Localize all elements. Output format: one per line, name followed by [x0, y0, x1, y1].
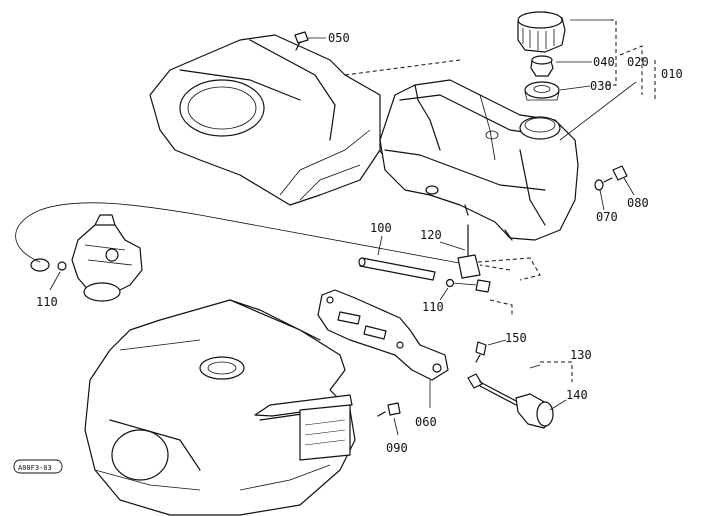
engine-block [84, 299, 356, 516]
control-knob [515, 393, 554, 429]
fuel-hose [358, 257, 436, 281]
fuel-valve [445, 224, 491, 293]
callout-150: 150 [505, 331, 527, 345]
callout-130: 130 [570, 348, 592, 362]
bracket-screw [377, 402, 401, 417]
callout-060: 060 [415, 415, 437, 429]
callout-090: 090 [386, 441, 408, 455]
callout-110-center: 110 [422, 300, 444, 314]
carburetor [30, 214, 143, 302]
tank-bracket [317, 289, 449, 381]
control-rod [467, 373, 519, 407]
callout-110-left: 110 [36, 295, 58, 309]
fuel-line-cable [15, 202, 471, 266]
drawing-code-box: A00F3-03 [13, 459, 63, 474]
callout-010: 010 [661, 67, 683, 81]
leader-lines [49, 19, 656, 436]
callout-020: 020 [627, 55, 649, 69]
spring-clip [475, 341, 487, 363]
engine-shroud [149, 34, 461, 206]
fuel-tank [379, 79, 579, 241]
callout-100: 100 [370, 221, 392, 235]
callout-040: 040 [593, 55, 615, 69]
callout-050: 050 [328, 31, 350, 45]
tank-bolt [603, 165, 628, 183]
fuel-cap [517, 11, 566, 53]
callout-labels: 050 040 020 010 030 070 080 100 120 110 … [36, 31, 683, 455]
callout-070: 070 [596, 210, 618, 224]
drawing-code: A00F3-03 [18, 464, 52, 472]
shroud-screw [294, 31, 309, 51]
callout-080: 080 [627, 196, 649, 210]
callout-030: 030 [590, 79, 612, 93]
filler-gasket [524, 81, 560, 101]
callout-140: 140 [566, 388, 588, 402]
callout-120: 120 [420, 228, 442, 242]
tank-washer [594, 179, 604, 191]
fuel-filter [530, 55, 554, 77]
